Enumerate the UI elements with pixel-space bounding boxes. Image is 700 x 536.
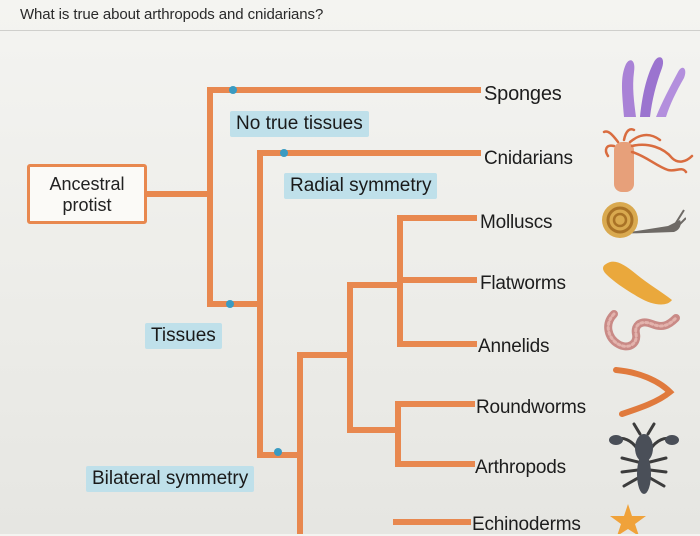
- trait-tissues: Tissues: [145, 323, 222, 349]
- trait-radial-symmetry: Radial symmetry: [284, 173, 438, 199]
- taxon-cnidarians: Cnidarians: [484, 148, 573, 169]
- snail-icon: [602, 202, 686, 238]
- trait-bilateral-symmetry: Bilateral symmetry: [86, 466, 255, 492]
- root-label-line2: protist: [62, 195, 112, 215]
- arthropod-icon: [609, 422, 679, 494]
- node-dot: [229, 86, 237, 94]
- roundworm-icon: [613, 367, 675, 417]
- taxon-sponges: Sponges: [484, 83, 562, 105]
- cnidarian-icon: [602, 128, 694, 192]
- divider: [0, 30, 700, 31]
- taxon-roundworms: Roundworms: [476, 397, 586, 418]
- node-dot: [280, 149, 288, 157]
- question-text: What is true about arthropods and cnidar…: [20, 6, 324, 23]
- root-label-line1: Ancestral: [49, 174, 125, 194]
- sponge-icon: [622, 57, 686, 117]
- taxon-flatworms: Flatworms: [480, 273, 566, 294]
- root-ancestral-protist: Ancestral protist: [27, 164, 147, 224]
- taxon-arthropods: Arthropods: [475, 457, 566, 478]
- flatworm-icon: [603, 261, 672, 305]
- taxon-echinoderms: Echinoderms: [472, 514, 581, 535]
- annelid-icon: [604, 310, 680, 351]
- node-dot: [226, 300, 234, 308]
- trait-no-true-tissues: No true tissues: [230, 111, 369, 137]
- echinoderm-icon: [610, 504, 646, 534]
- taxon-annelids: Annelids: [478, 336, 550, 357]
- node-dot: [274, 448, 282, 456]
- taxon-molluscs: Molluscs: [480, 212, 553, 233]
